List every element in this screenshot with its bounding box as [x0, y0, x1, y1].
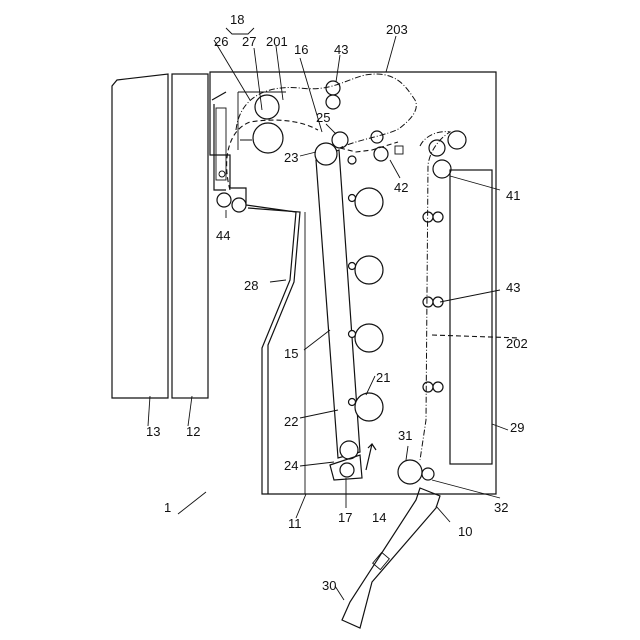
label-203: 203 — [386, 22, 408, 37]
reader-unit-12 — [172, 74, 208, 398]
small-roller-3 — [349, 331, 356, 338]
label-26: 26 — [214, 34, 228, 49]
label-43-side: 43 — [506, 280, 520, 295]
label-11: 11 — [288, 516, 302, 531]
small-roller-2 — [349, 263, 356, 270]
roller-43a — [326, 81, 340, 95]
label-27: 27 — [242, 34, 256, 49]
reader-unit-13 — [112, 74, 168, 398]
drum-1 — [355, 188, 383, 216]
path-central — [340, 142, 398, 152]
label-13: 13 — [146, 424, 160, 439]
roller-17 — [340, 463, 354, 477]
upper-guide — [212, 92, 226, 100]
small-roller-4 — [349, 399, 356, 406]
label-31: 31 — [398, 428, 412, 443]
label-18: 18 — [230, 12, 244, 27]
label-25: 25 — [316, 110, 330, 125]
drum-2 — [355, 256, 383, 284]
roller-43b — [326, 95, 340, 109]
label-44: 44 — [216, 228, 230, 243]
label-30: 30 — [322, 578, 336, 593]
label-10: 10 — [458, 524, 472, 539]
side-roller-3a — [423, 382, 433, 392]
feed-roller-31 — [398, 460, 422, 484]
fixing-roller-26 — [255, 95, 279, 119]
label-202: 202 — [506, 336, 528, 351]
side-roller-1b — [433, 212, 443, 222]
roller-41c — [433, 160, 451, 178]
feed-roller-32 — [422, 468, 434, 480]
drum-4 — [355, 393, 383, 421]
label-16: 16 — [294, 42, 308, 57]
label-41: 41 — [506, 188, 520, 203]
label-17: 17 — [338, 510, 352, 525]
label-42: 42 — [394, 180, 408, 195]
sensor-44 — [219, 171, 225, 177]
label-24: 24 — [284, 458, 298, 473]
roller-small-25b — [348, 156, 356, 164]
paper-cassette-29 — [450, 170, 492, 464]
label-12: 12 — [186, 424, 200, 439]
label-21: 21 — [376, 370, 390, 385]
label-23: 23 — [284, 150, 298, 165]
sensor-42 — [395, 146, 403, 154]
label-43-top: 43 — [334, 42, 348, 57]
roller-44a — [217, 193, 231, 207]
roller-41a — [448, 131, 466, 149]
side-roller-3b — [433, 382, 443, 392]
fixing-roller-27 — [253, 123, 283, 153]
roller-23 — [315, 143, 337, 165]
roller-41b — [429, 140, 445, 156]
label-29: 29 — [510, 420, 524, 435]
label-1: 1 — [164, 500, 171, 515]
side-plate — [216, 108, 226, 180]
small-roller-1 — [349, 195, 356, 202]
drum-3 — [355, 324, 383, 352]
side-roller-2a — [423, 297, 433, 307]
label-201: 201 — [266, 34, 288, 49]
arrow-14 — [366, 444, 376, 470]
manual-tray-10 — [342, 488, 440, 628]
label-15: 15 — [284, 346, 298, 361]
label-14: 14 — [372, 510, 386, 525]
path-203b — [420, 132, 450, 460]
roller-44b — [232, 198, 246, 212]
label-22: 22 — [284, 414, 298, 429]
label-28: 28 — [244, 278, 258, 293]
label-32: 32 — [494, 500, 508, 515]
